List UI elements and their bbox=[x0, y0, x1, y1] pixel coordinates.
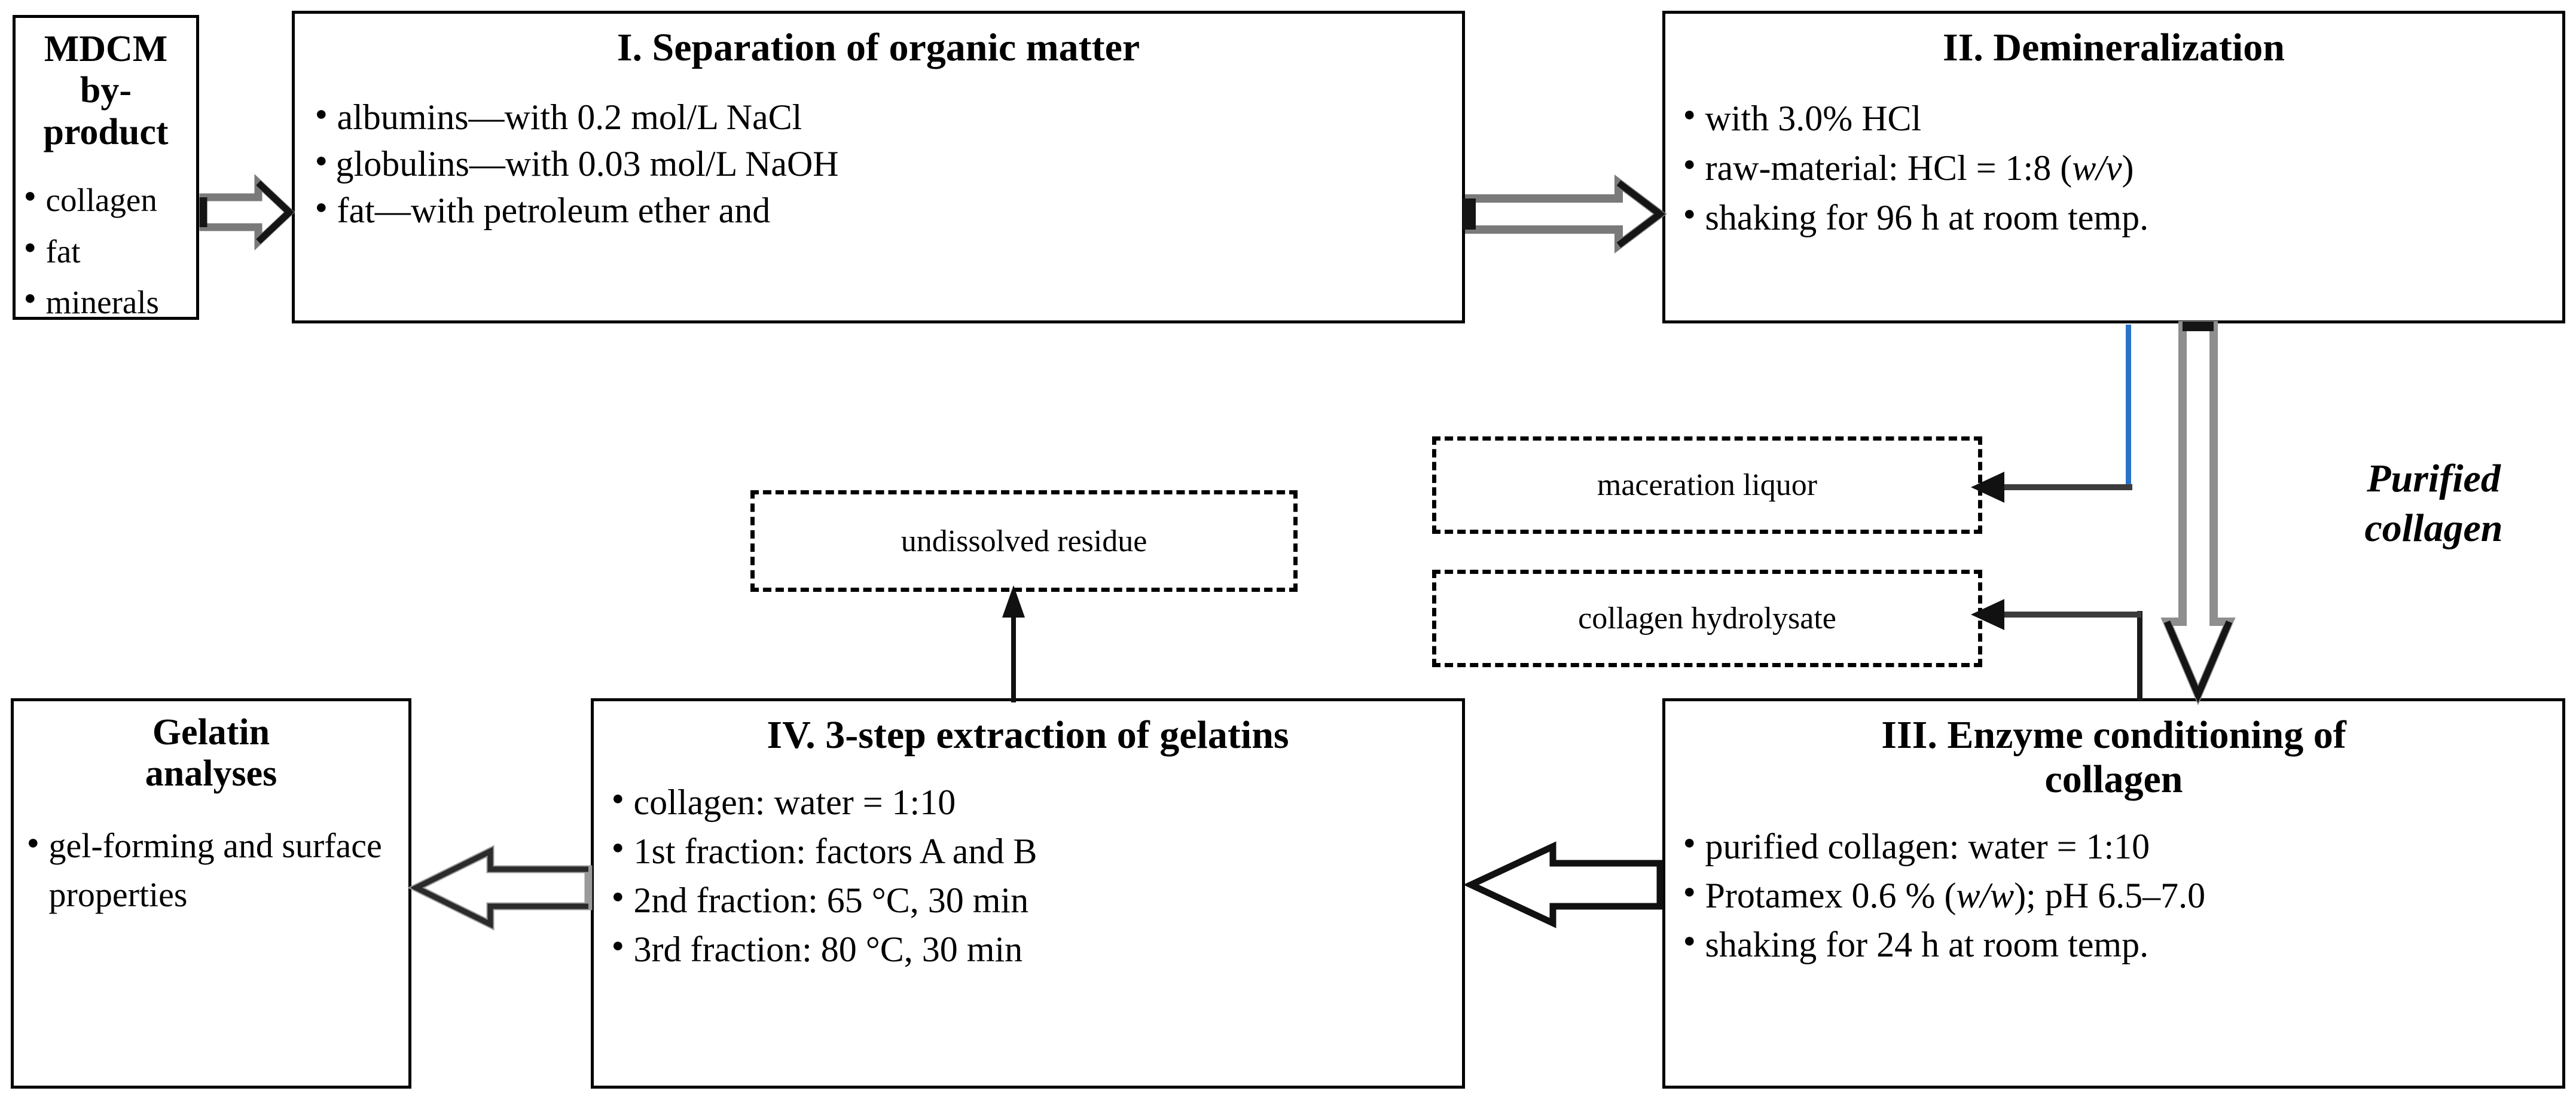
list-item-label: Protamex 0.6 % (w/w); pH 6.5–7.0 bbox=[1705, 876, 2206, 915]
box-mdcm-title-line2: by-product bbox=[43, 70, 169, 152]
list-item: ● fat—with petroleum ether and bbox=[315, 187, 1442, 234]
arrow-step1-to-step2 bbox=[1463, 174, 1667, 254]
list-item: ● collagen bbox=[24, 175, 188, 225]
box-mdcm-title-line1: MDCM bbox=[44, 29, 168, 69]
purified-collagen-line1: Purified bbox=[2367, 457, 2501, 500]
box-step-3-title-line1: III. Enzyme conditioning of bbox=[1881, 713, 2346, 757]
box-step-3-title: III. Enzyme conditioning of collagen bbox=[1683, 713, 2544, 802]
arrow-step4-to-analyses bbox=[407, 843, 593, 933]
list-item-label: collagen bbox=[45, 182, 157, 219]
box-mdcm-title: MDCM by-product bbox=[24, 29, 188, 153]
list-item: ● globulins—with 0.03 mol/L NaOH bbox=[315, 140, 1442, 187]
bullet-icon: ● bbox=[24, 236, 36, 258]
list-item-label: gel-forming and surface properties bbox=[48, 826, 382, 915]
connector-step3-to-collagen-hydrolysate-arrow bbox=[1967, 598, 2144, 636]
box-collagen-hydrolysate: collagen hydrolysate bbox=[1432, 570, 1982, 667]
list-item: ● collagen: water = 1:10 bbox=[612, 778, 1444, 827]
box-step-2-list: ● with 3.0% HCl ● raw-material: HCl = 1:… bbox=[1683, 94, 2544, 242]
bullet-icon: ● bbox=[612, 836, 624, 859]
list-item: ● purified collagen: water = 1:10 bbox=[1683, 822, 2544, 871]
bullet-icon: ● bbox=[612, 934, 624, 957]
connector-step4-to-undissolved-residue bbox=[993, 583, 1034, 702]
list-item-label: 1st fraction: factors A and B bbox=[633, 832, 1037, 872]
box-step-1-title: I. Separation of organic matter bbox=[616, 26, 1140, 69]
connector-step2-to-maceration-liquor-vertical bbox=[2126, 325, 2131, 487]
list-item: ● raw-material: HCl = 1:8 (w/v) bbox=[1683, 143, 2544, 193]
bullet-icon: ● bbox=[1683, 881, 1696, 903]
box-step-1-separation: I. Separation of organic matter ● albumi… bbox=[292, 11, 1465, 323]
list-item: ● fat bbox=[24, 226, 188, 277]
box-step-4-extraction: IV. 3-step extraction of gelatins ● coll… bbox=[591, 698, 1465, 1089]
box-step-2-title: II. Demineralization bbox=[1943, 26, 2285, 69]
box-gelatin-analyses-list: ● gel-forming and surface properties bbox=[27, 821, 395, 920]
box-gelatin-analyses-title-line1: Gelatin bbox=[152, 712, 270, 753]
box-step-1-list: ● albumins—with 0.2 mol/L NaCl ● globuli… bbox=[315, 94, 1442, 234]
bullet-icon: ● bbox=[1683, 831, 1696, 854]
list-item: ● Protamex 0.6 % (w/w); pH 6.5–7.0 bbox=[1683, 871, 2544, 920]
box-step-4-title: IV. 3-step extraction of gelatins bbox=[767, 713, 1289, 757]
bullet-icon: ● bbox=[24, 286, 36, 309]
list-item: ● 1st fraction: factors A and B bbox=[612, 827, 1444, 876]
box-mdcm-byproduct: MDCM by-product ● collagen ● fat ● miner… bbox=[13, 15, 199, 320]
bullet-icon: ● bbox=[1683, 930, 1696, 952]
bullet-icon: ● bbox=[315, 149, 328, 172]
list-item-label: with 3.0% HCl bbox=[1705, 98, 1922, 138]
purified-collagen-line2: collagen bbox=[2364, 506, 2503, 550]
box-step-2-demineralization: II. Demineralization ● with 3.0% HCl ● r… bbox=[1662, 11, 2565, 323]
list-item-label: shaking for 96 h at room temp. bbox=[1705, 197, 2149, 237]
list-item-label: shaking for 24 h at room temp. bbox=[1705, 925, 2149, 965]
list-item: ● gel-forming and surface properties bbox=[27, 821, 395, 920]
box-mdcm-list: ● collagen ● fat ● minerals bbox=[24, 175, 188, 328]
bullet-icon: ● bbox=[315, 102, 328, 125]
list-item: ● shaking for 96 h at room temp. bbox=[1683, 193, 2544, 243]
box-maceration-liquor: maceration liquor bbox=[1432, 436, 1982, 534]
collagen-hydrolysate-label: collagen hydrolysate bbox=[1578, 601, 1836, 635]
box-step-3-title-line2: collagen bbox=[2044, 757, 2183, 801]
bullet-icon: ● bbox=[1683, 202, 1696, 225]
arrow-mdcm-to-step1 bbox=[199, 173, 295, 251]
list-item-label: fat bbox=[45, 233, 81, 270]
bullet-icon: ● bbox=[315, 195, 328, 218]
bullet-icon: ● bbox=[1683, 152, 1696, 175]
list-item: ● 3rd fraction: 80 °C, 30 min bbox=[612, 925, 1444, 974]
connector-step2-to-maceration-liquor-arrow bbox=[1967, 468, 2135, 506]
box-step-3-enzyme-conditioning: III. Enzyme conditioning of collagen ● p… bbox=[1662, 698, 2565, 1089]
list-item-label: 2nd fraction: 65 °C, 30 min bbox=[633, 881, 1029, 921]
box-gelatin-analyses-title: Gelatin analyses bbox=[27, 712, 395, 795]
purified-collagen-label: Purified collagen bbox=[2302, 454, 2565, 553]
list-item-label: purified collagen: water = 1:10 bbox=[1705, 826, 2150, 866]
box-undissolved-residue: undissolved residue bbox=[750, 490, 1298, 592]
box-step-4-list: ● collagen: water = 1:10 ● 1st fraction:… bbox=[612, 778, 1444, 974]
list-item: ● minerals bbox=[24, 277, 188, 328]
list-item-label: globulins—with 0.03 mol/L NaOH bbox=[335, 143, 839, 184]
list-item: ● albumins—with 0.2 mol/L NaCl bbox=[315, 94, 1442, 140]
list-item: ● 2nd fraction: 65 °C, 30 min bbox=[612, 876, 1444, 925]
arrow-step2-to-step3 bbox=[2153, 321, 2244, 705]
list-item-label: minerals bbox=[45, 283, 159, 320]
bullet-icon: ● bbox=[24, 185, 36, 207]
connector-step3-to-collagen-hydrolysate-vertical bbox=[2137, 611, 2142, 701]
list-item-label: 3rd fraction: 80 °C, 30 min bbox=[633, 930, 1023, 970]
bullet-icon: ● bbox=[27, 831, 39, 854]
bullet-icon: ● bbox=[612, 885, 624, 908]
list-item: ● with 3.0% HCl bbox=[1683, 94, 2544, 143]
list-item-label: fat—with petroleum ether and bbox=[337, 190, 771, 230]
list-item: ● shaking for 24 h at room temp. bbox=[1683, 920, 2544, 969]
undissolved-residue-label: undissolved residue bbox=[901, 524, 1147, 558]
maceration-liquor-label: maceration liquor bbox=[1597, 468, 1818, 502]
box-step-3-list: ● purified collagen: water = 1:10 ● Prot… bbox=[1683, 822, 2544, 970]
bullet-icon: ● bbox=[612, 787, 624, 809]
arrow-step3-to-step4 bbox=[1463, 837, 1664, 933]
bullet-icon: ● bbox=[1683, 103, 1696, 126]
list-item-label: raw-material: HCl = 1:8 (w/v) bbox=[1705, 148, 2134, 188]
box-gelatin-analyses-title-line2: analyses bbox=[145, 753, 277, 795]
list-item-label: collagen: water = 1:10 bbox=[633, 782, 956, 822]
box-gelatin-analyses: Gelatin analyses ● gel-forming and surfa… bbox=[11, 698, 411, 1089]
list-item-label: albumins—with 0.2 mol/L NaCl bbox=[337, 97, 802, 137]
